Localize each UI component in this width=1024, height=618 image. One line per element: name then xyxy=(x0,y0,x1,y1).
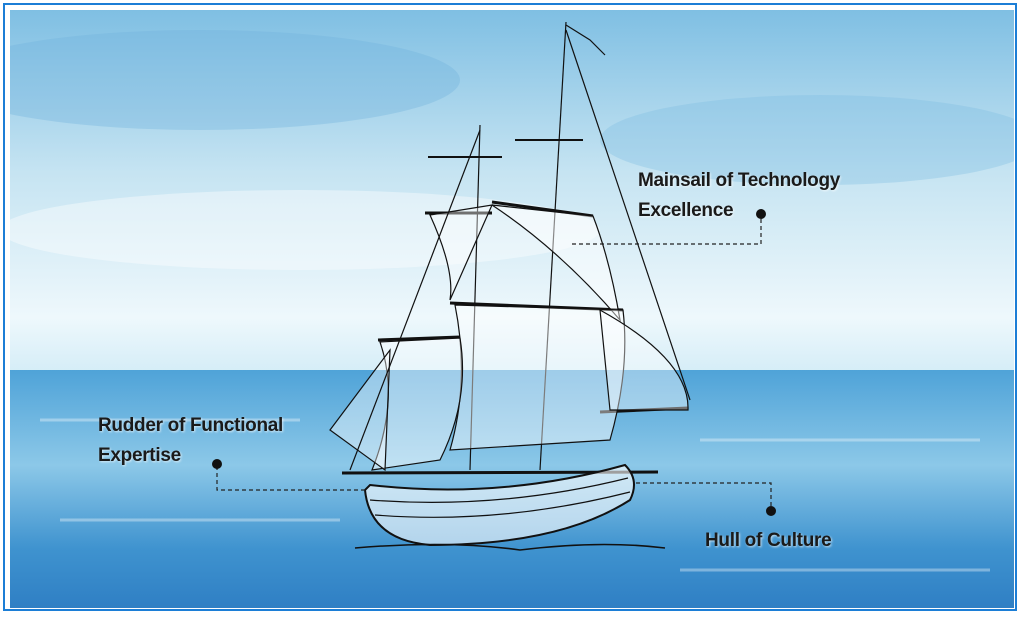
mainsail-label-line1: Mainsail of Technology xyxy=(638,170,841,191)
rudder-label-line1: Rudder of Functional xyxy=(98,415,284,436)
hull-label: Hull of Culture xyxy=(705,526,832,556)
frame-border xyxy=(3,3,1017,611)
hull-label-line1: Hull of Culture xyxy=(705,530,832,551)
rudder-marker-dot xyxy=(212,459,222,469)
mainsail-label: Mainsail of Technology Excellence xyxy=(638,166,840,226)
ship-icon xyxy=(329,21,691,551)
ship-illustration xyxy=(10,10,1014,608)
hull-marker-dot xyxy=(766,506,776,516)
connector-rudder xyxy=(216,466,365,491)
rudder-label: Rudder of Functional Expertise xyxy=(98,411,283,471)
mainsail-label-line2: Excellence xyxy=(638,200,734,221)
rudder-label-line2: Expertise xyxy=(98,445,181,466)
connector-hull xyxy=(636,482,772,510)
mainsail-marker-dot xyxy=(756,209,766,219)
connector-mainsail xyxy=(572,214,762,245)
sky xyxy=(10,10,1014,372)
